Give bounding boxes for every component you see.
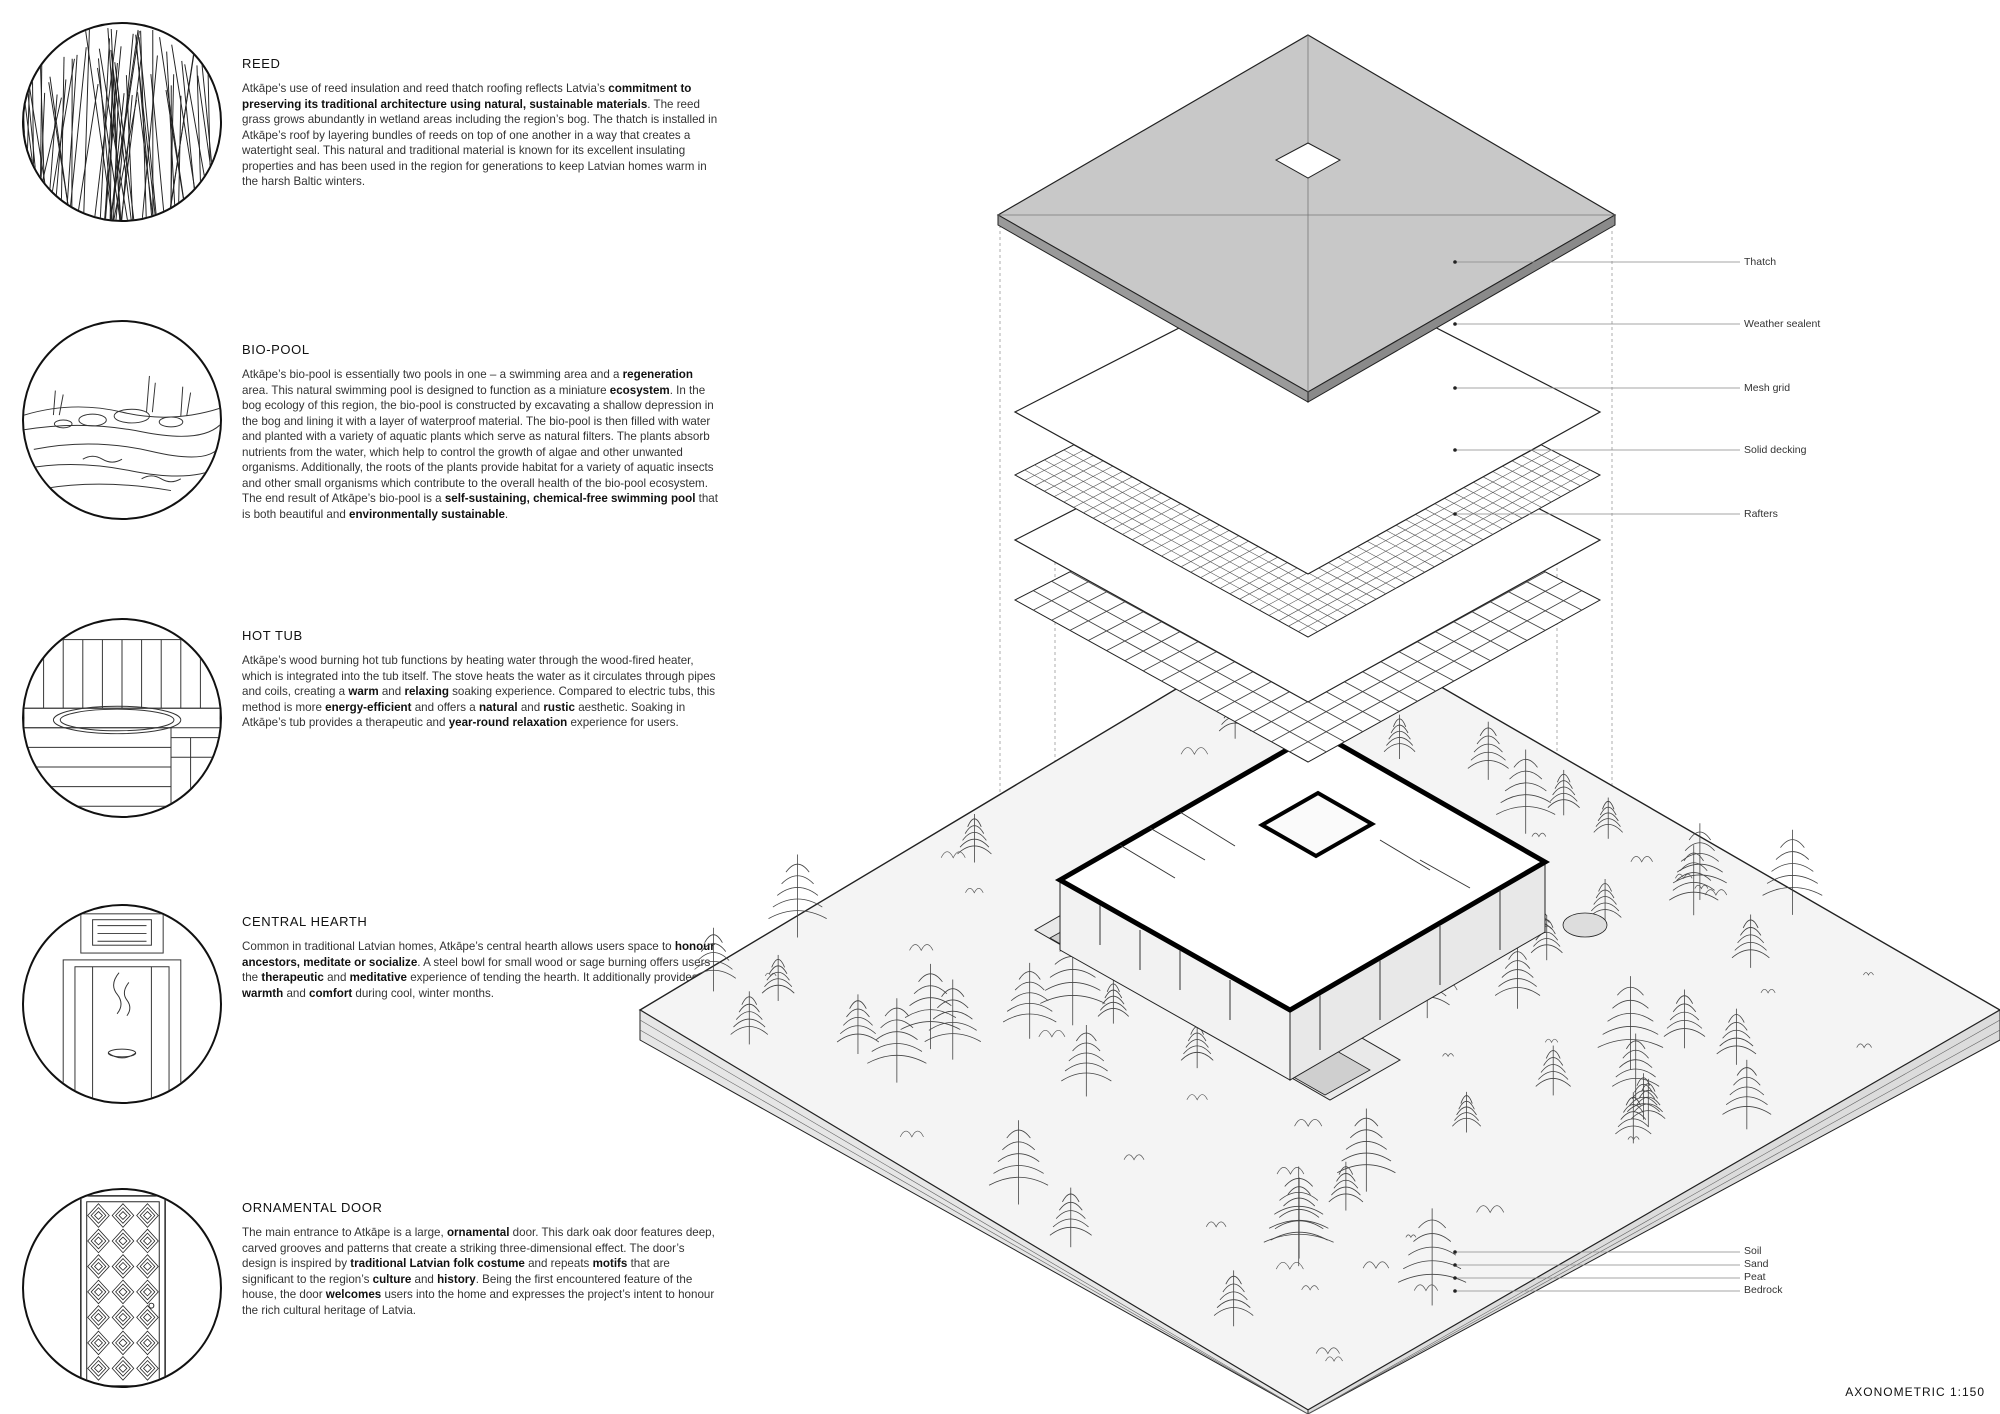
hearth-section: CENTRAL HEARTH Common in traditional Lat…: [242, 914, 718, 1001]
hearth-title: CENTRAL HEARTH: [242, 914, 368, 929]
hottub-text: Atkāpe’s wood burning hot tub functions …: [242, 654, 716, 729]
biopool-detail-circle: [22, 320, 222, 520]
label-solid-decking: Solid decking: [1744, 444, 1807, 456]
label-rafters: Rafters: [1744, 508, 1778, 520]
house: [1054, 729, 1551, 1081]
axonometric-drawing: [638, 34, 2000, 1414]
door-detail-circle: [22, 1188, 222, 1388]
thatch-layer: [996, 34, 1617, 403]
roof-opening: [1274, 142, 1342, 179]
reed-illustration: [24, 25, 220, 220]
roof-leader-lines: [1455, 261, 1740, 1292]
biopool-illustration: [24, 375, 220, 492]
label-peat: Peat: [1744, 1271, 1766, 1283]
label-thatch: Thatch: [1744, 256, 1777, 268]
hottub-title: HOT TUB: [242, 628, 303, 643]
courtyard-void: [1257, 790, 1377, 859]
hottub-illustration: [24, 639, 220, 816]
projection-lines: [999, 225, 1613, 830]
biopool-section: BIO-POOL Atkāpe’s bio-pool is essentiall…: [242, 342, 718, 522]
hearth-detail-circle: [22, 904, 222, 1104]
door-title: ORNAMENTAL DOOR: [242, 1200, 383, 1215]
reed-section: REED Atkāpe’s use of reed insulation and…: [242, 56, 718, 190]
reed-text: Atkāpe’s use of reed insulation and reed…: [242, 82, 718, 188]
door-text: The main entrance to Atkāpe is a large, …: [242, 1226, 715, 1317]
hottub-detail-circle: [22, 618, 222, 818]
label-sand: Sand: [1744, 1258, 1769, 1270]
reed-title: REED: [242, 56, 281, 71]
label-soil: Soil: [1744, 1245, 1762, 1257]
label-bedrock: Bedrock: [1744, 1284, 1783, 1296]
hearth-illustration: [62, 913, 182, 1102]
door-section: ORNAMENTAL DOOR The main entrance to Atk…: [242, 1200, 718, 1318]
label-mesh-grid: Mesh grid: [1744, 382, 1791, 394]
reed-detail-circle: [22, 22, 222, 222]
biopool-text: Atkāpe’s bio-pool is essentially two poo…: [242, 368, 718, 521]
hearth-text: Common in traditional Latvian homes, Atk…: [242, 940, 715, 1000]
biopool-title: BIO-POOL: [242, 342, 310, 357]
hottub-section: HOT TUB Atkāpe’s wood burning hot tub fu…: [242, 628, 718, 731]
scale-label: AXONOMETRIC 1:150: [1845, 1385, 1985, 1399]
weather-sealent-layer: [1013, 261, 1602, 575]
hot-tub-mark: [1562, 912, 1608, 938]
label-weather-sealent: Weather sealent: [1744, 318, 1821, 330]
roof-leader-dots: [1453, 260, 1457, 1293]
door-illustration: [80, 1195, 166, 1386]
